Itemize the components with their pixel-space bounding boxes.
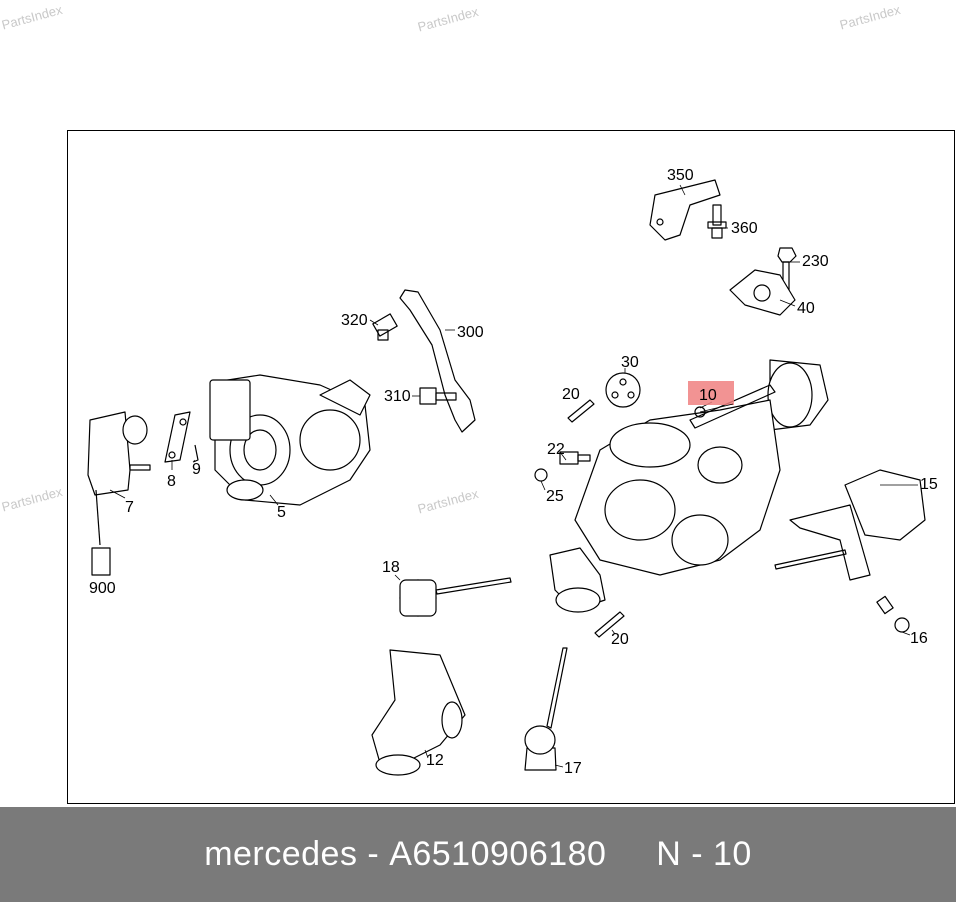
callout-15[interactable]: 15 [920,476,938,493]
clip-20-part [567,399,595,423]
callout-350[interactable]: 350 [667,167,694,184]
intake-manifold-12-part [371,649,466,776]
separator: - [357,835,390,873]
o-ring-25-part [534,468,548,482]
part-number: A6510906180 [389,835,607,873]
diagram-position-label: N - 10 [656,835,752,873]
bolt-360-part [707,204,727,239]
callout-900[interactable]: 900 [89,580,116,597]
clip-9-part [192,444,199,463]
bolt-16-part [876,595,910,633]
actuator-15-part [774,469,926,581]
brand-name: mercedes [204,835,358,873]
callout-40[interactable]: 40 [797,300,815,317]
turbocharger-10-part [549,359,829,613]
gasket-40-part [729,269,796,316]
callout-10[interactable]: 10 [699,387,717,404]
callout-17[interactable]: 17 [564,760,582,777]
highlighted-callout-box [688,381,734,405]
callout-5[interactable]: 5 [277,504,286,521]
callout-310[interactable]: 310 [384,388,411,405]
callout-300[interactable]: 300 [457,324,484,341]
fitting-22-part [559,451,591,465]
callout-230[interactable]: 230 [802,253,829,270]
callout-20[interactable]: 20 [611,631,629,648]
bracket-350-part [649,179,721,241]
actuator-18-part [399,577,512,617]
callout-16[interactable]: 16 [910,630,928,647]
callout-12[interactable]: 12 [426,752,444,769]
callout-320[interactable]: 320 [341,312,368,329]
callout-22[interactable]: 22 [547,441,565,458]
callout-25[interactable]: 25 [546,488,564,505]
oil-line-300-part [399,289,476,433]
connector-900-part [91,547,111,576]
actuator-17-part [524,647,568,771]
gasket-30-part [605,372,641,408]
fitting-320-part [372,313,398,341]
gasket-8-part [164,411,191,463]
spacer [606,835,656,874]
actuator-7-part [87,411,151,546]
callout-20[interactable]: 20 [562,386,580,403]
clip-20-part [594,611,625,638]
part-info-footer: mercedes - A6510906180 N - 10 [0,807,956,902]
callout-9[interactable]: 9 [192,461,201,478]
diagram-frame [67,130,955,804]
callout-18[interactable]: 18 [382,559,400,576]
callout-7[interactable]: 7 [125,499,134,516]
callout-360[interactable]: 360 [731,220,758,237]
turbocharger-5-part [209,374,371,506]
callout-8[interactable]: 8 [167,473,176,490]
callout-30[interactable]: 30 [621,354,639,371]
